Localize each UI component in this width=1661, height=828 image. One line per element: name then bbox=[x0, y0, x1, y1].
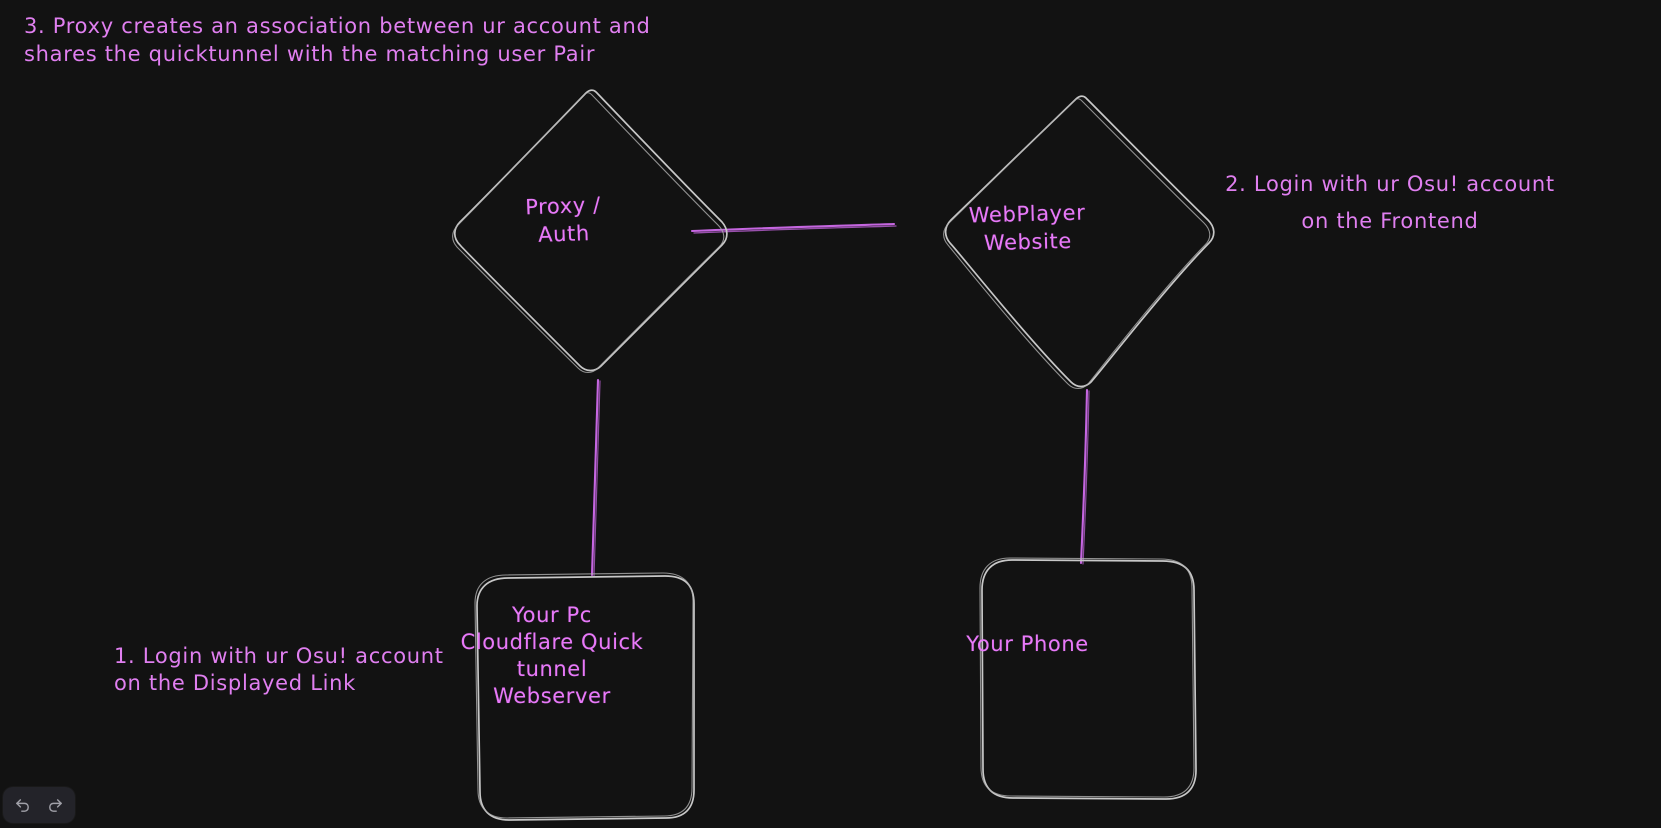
annotation-step-3: 3. Proxy creates an association between … bbox=[24, 14, 651, 66]
undo-button[interactable] bbox=[7, 792, 38, 818]
node-label-proxy-auth: Proxy / Auth bbox=[524, 192, 602, 247]
node-your-phone[interactable] bbox=[979, 557, 1197, 800]
edge-webplayer-to-phone[interactable] bbox=[1079, 388, 1090, 565]
edge-proxy-to-pc[interactable] bbox=[590, 378, 601, 577]
node-label-your-phone: Your Phone bbox=[966, 632, 1089, 656]
redo-icon bbox=[47, 797, 64, 814]
annotation-step-2: 2. Login with ur Osu! account on the Fro… bbox=[1225, 172, 1555, 233]
undo-icon bbox=[14, 797, 31, 814]
redo-button[interactable] bbox=[40, 792, 71, 818]
undo-redo-toolbar bbox=[3, 787, 75, 823]
annotation-step-1: 1. Login with ur Osu! account on the Dis… bbox=[114, 644, 444, 695]
node-label-your-pc: Your Pc Cloudflare Quick tunnel Webserve… bbox=[460, 603, 644, 708]
node-label-webplayer-website: WebPlayer Website bbox=[968, 200, 1086, 256]
edge-proxy-to-webplayer[interactable] bbox=[690, 222, 897, 234]
